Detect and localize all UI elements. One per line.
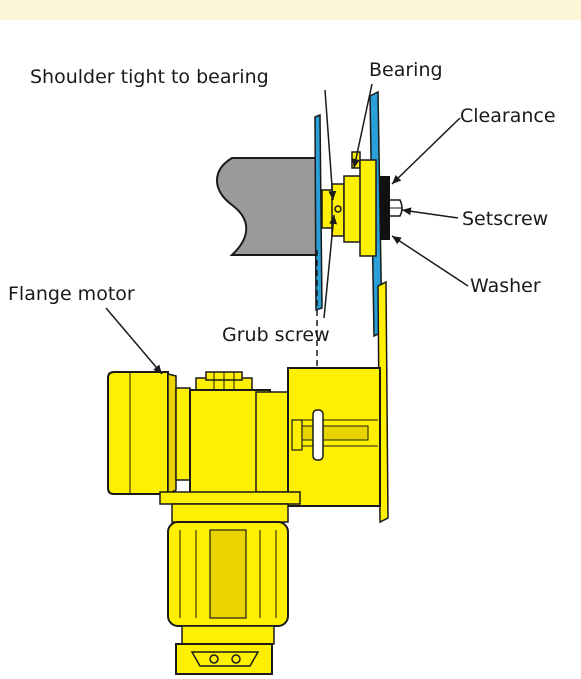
- motor-main-body: [189, 389, 291, 495]
- setscrew: [390, 199, 403, 217]
- label-shoulder: Shoulder tight to bearing: [30, 66, 269, 88]
- label-washer: Washer: [470, 275, 541, 297]
- label-grub-screw: Grub screw: [222, 324, 330, 346]
- top-band: [0, 0, 581, 20]
- label-bearing: Bearing: [369, 59, 443, 81]
- leader-shoulder: [324, 89, 337, 201]
- leader-grub-screw: [323, 214, 338, 319]
- leader-lines: [105, 83, 469, 375]
- blue-panel-left: [314, 113, 323, 312]
- base-flange: [159, 491, 301, 523]
- lower-motor: [167, 521, 289, 627]
- shaft: [216, 157, 319, 256]
- leader-flange-motor: [105, 307, 163, 375]
- lower-terminal-box: [175, 625, 275, 675]
- leader-clearance: [391, 117, 461, 185]
- leader-bearing: [351, 83, 373, 169]
- label-setscrew: Setscrew: [462, 208, 548, 230]
- gearbox-housing: [287, 367, 381, 507]
- motor-end-cap: [107, 371, 177, 496]
- grub-screw-hole: [334, 205, 342, 213]
- leader-setscrew: [401, 207, 459, 219]
- terminal-box: [195, 371, 253, 393]
- motor-neck: [175, 387, 191, 481]
- label-clearance: Clearance: [460, 105, 556, 127]
- washer: [380, 176, 390, 240]
- leader-washer: [391, 235, 469, 287]
- label-flange-motor: Flange motor: [8, 283, 135, 305]
- output-shaft-key: [312, 409, 324, 461]
